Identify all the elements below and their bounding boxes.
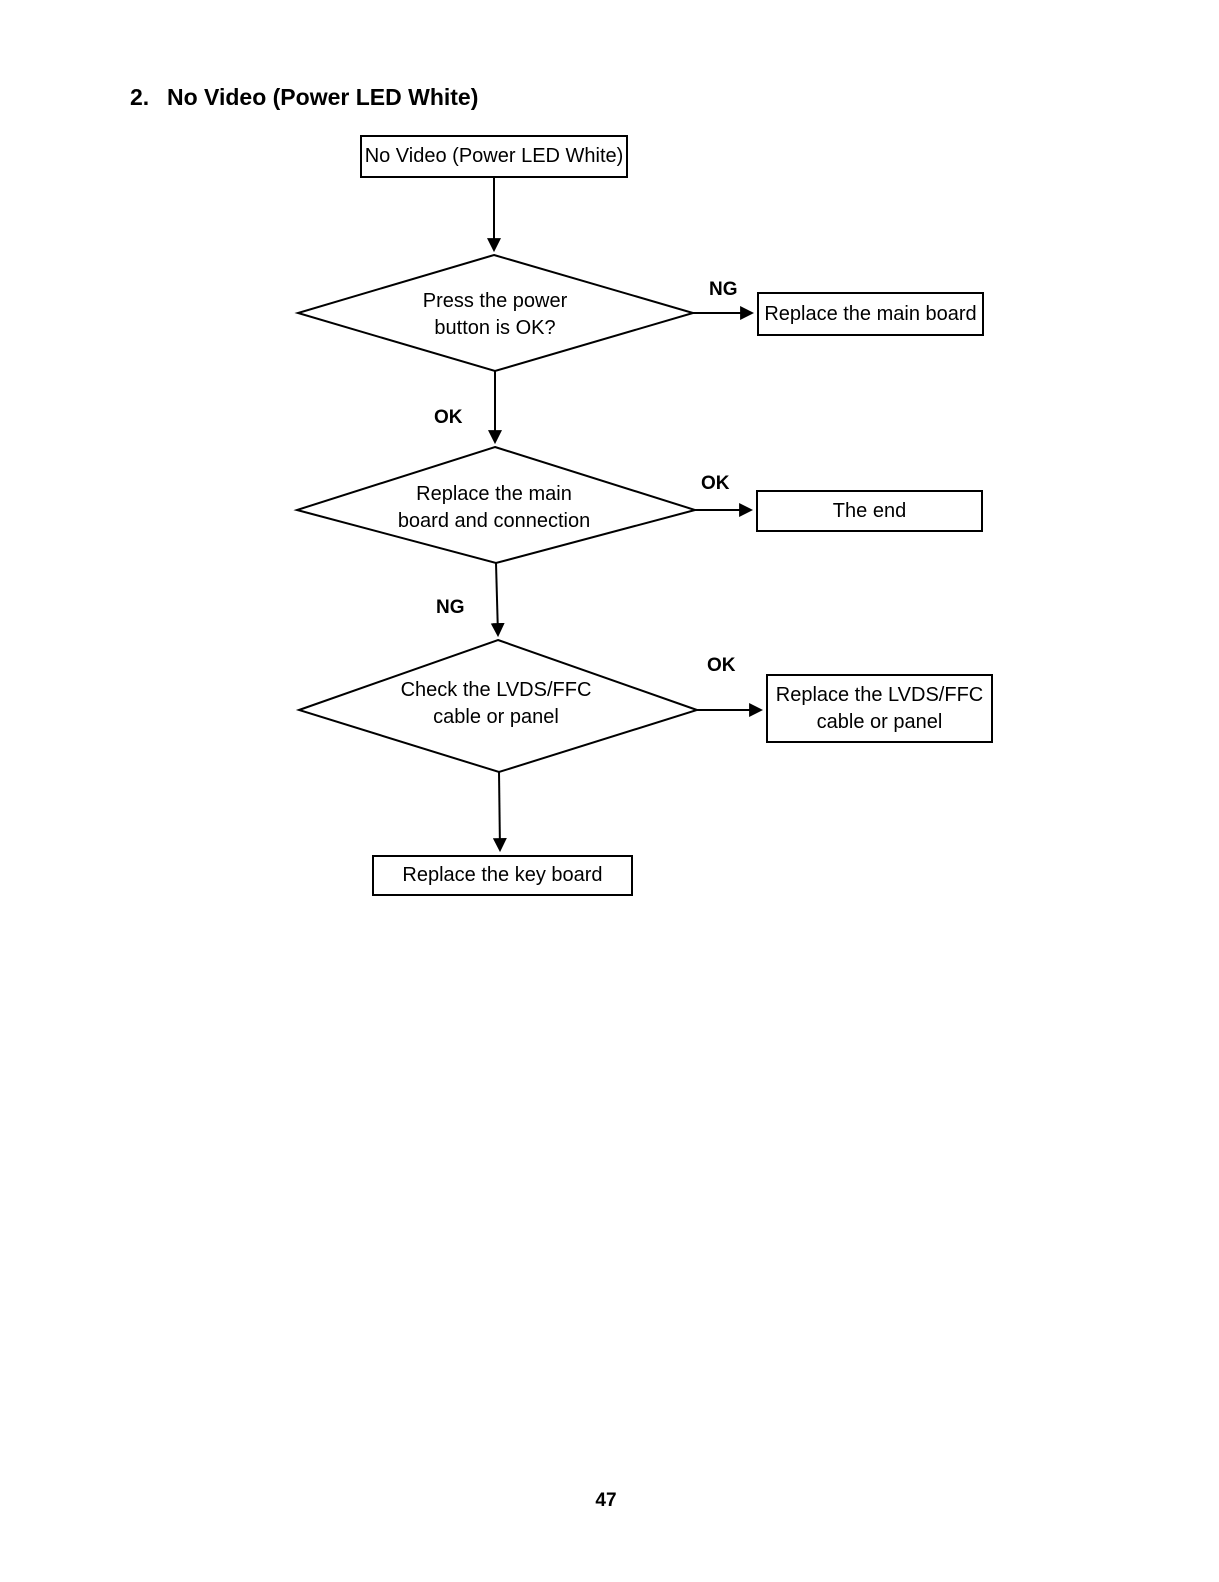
edge-label-ok-1: OK xyxy=(434,407,463,428)
section-title: No Video (Power LED White) xyxy=(167,84,479,110)
edge-label-ng-2: NG xyxy=(436,597,465,618)
result-replace-keyboard: Replace the key board xyxy=(372,855,633,896)
edge-label-ok-3: OK xyxy=(707,655,736,676)
edge-label-ng-1: NG xyxy=(709,279,738,300)
section-heading: 2. No Video (Power LED White) xyxy=(130,84,478,111)
page-number: 47 xyxy=(595,1490,617,1511)
result-replace-lvds: Replace the LVDS/FFC cable or panel xyxy=(766,674,993,743)
edge-decision3-down xyxy=(492,771,507,853)
result-replace-main-board: Replace the main board xyxy=(757,292,984,336)
result-the-end: The end xyxy=(756,490,983,532)
edge-decision2-ng xyxy=(490,562,505,638)
decision2-label: Replace the main board and connection xyxy=(397,483,591,532)
edge-label-ok-2: OK xyxy=(701,473,730,494)
section-number: 2. xyxy=(130,84,150,110)
decision3-label: Check the LVDS/FFC cable or panel xyxy=(400,679,592,728)
start-node: No Video (Power LED White) xyxy=(360,135,628,178)
decision1-label: Press the power button is OK? xyxy=(422,290,568,339)
